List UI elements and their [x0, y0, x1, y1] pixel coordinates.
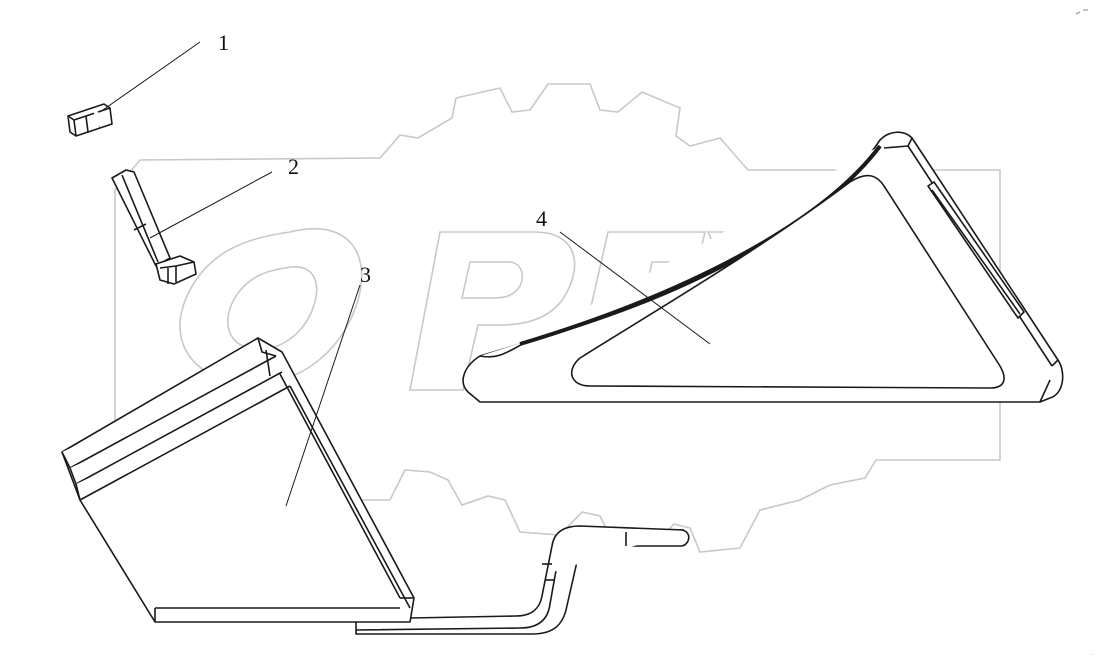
watermark-letter-p: [409, 231, 576, 391]
callout-3: 3: [360, 262, 371, 287]
callout-labels: 1 2 3 4: [218, 30, 547, 287]
callout-2: 2: [288, 154, 299, 179]
watermark-letter-o-inner: [227, 266, 318, 351]
leader-line-1: [99, 41, 201, 113]
leader-line-4: [559, 231, 711, 345]
callout-1: 1: [218, 30, 229, 55]
corner-mark: [1075, 9, 1088, 15]
watermark-text: OPEX: [1091, 654, 1094, 656]
callout-4: 4: [536, 206, 547, 231]
part-3-bracket: [61, 337, 690, 635]
leader-line-2: [149, 171, 273, 239]
part-1-nut: [67, 103, 113, 137]
part-4-gusset: [462, 131, 1064, 403]
part-2-bolt: [111, 169, 197, 285]
watermark-letter-p-inner: [461, 261, 524, 299]
leader-line-3: [285, 284, 361, 507]
leader-lines: [99, 41, 711, 507]
gear-watermark-outline: [114, 83, 1001, 553]
